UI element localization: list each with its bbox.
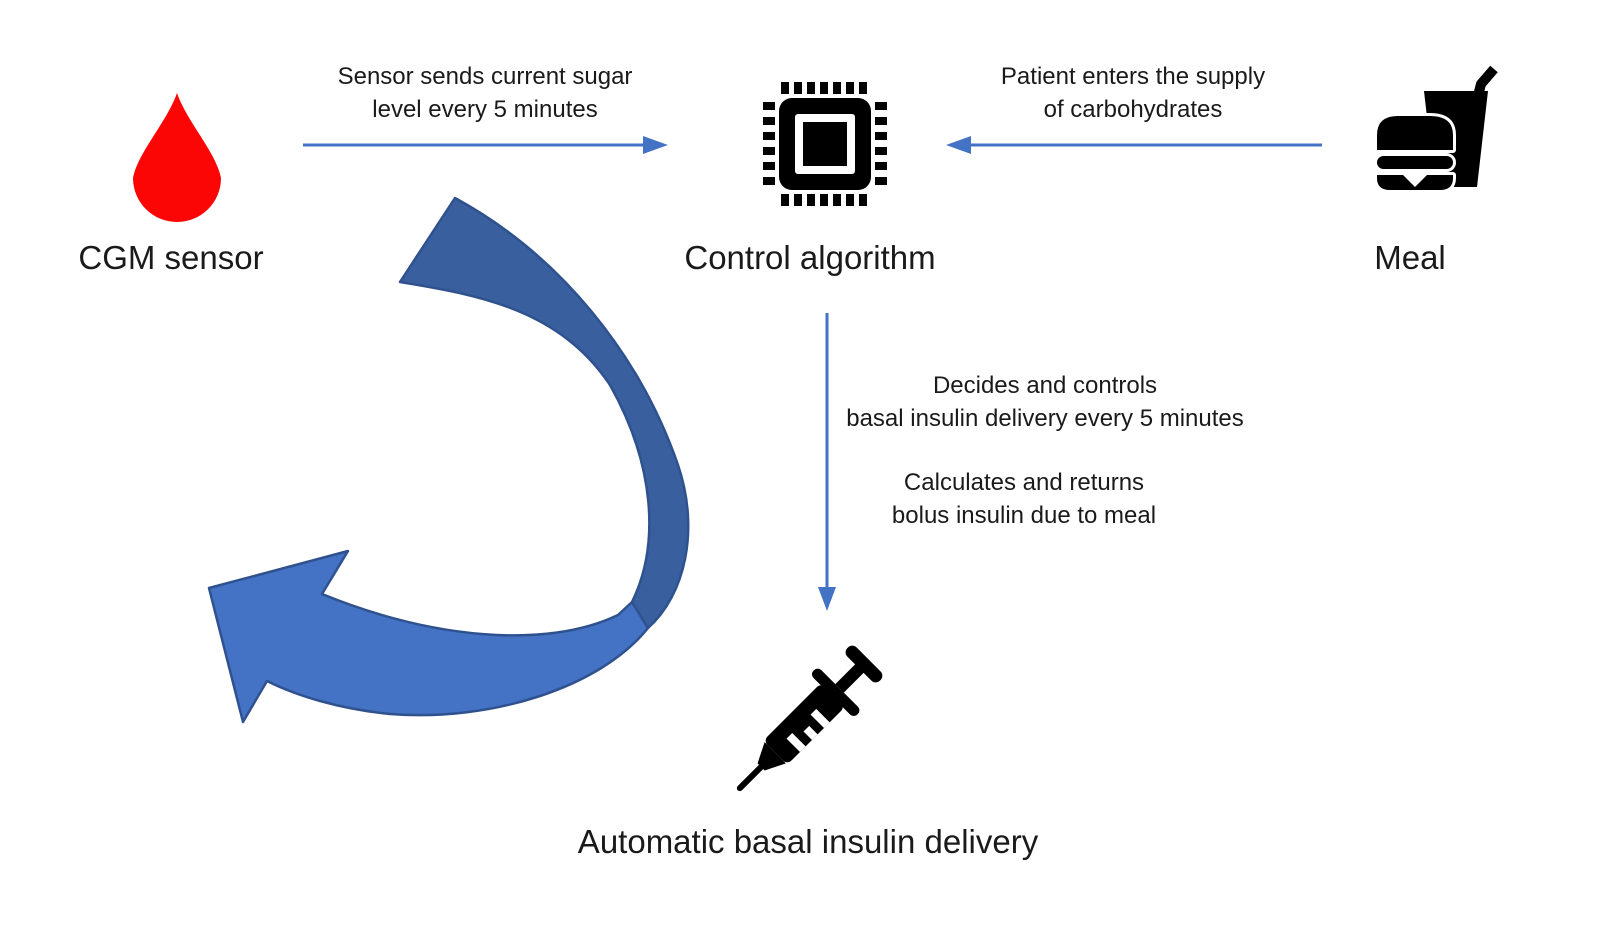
loop-return-arrow-band-dark <box>398 196 690 630</box>
algorithm-to-delivery-arrow <box>818 313 836 611</box>
delivery-arrow-label-basal-line1: Decides and controls <box>932 372 1158 399</box>
loop-return-arrow-band-light <box>207 549 650 724</box>
delivery-arrow-label-basal-line2: basal insulin delivery every 5 minutes <box>846 405 1244 432</box>
meal-to-algorithm-arrow <box>946 136 1322 154</box>
meal-arrow-label-line1: Patient enters the supply <box>1000 63 1266 90</box>
loop-return-arrow <box>207 196 690 724</box>
processor-chip-icon <box>763 82 887 206</box>
delivery-arrow-label-basal: Decides and controls basal insulin deliv… <box>846 369 1244 435</box>
meal-label: Meal <box>1374 239 1446 276</box>
sensor-arrow-label-line1: Sensor sends current sugar <box>337 63 633 90</box>
control-algorithm-label: Control algorithm <box>684 239 936 276</box>
sensor-arrow-label: Sensor sends current sugar level every 5… <box>338 60 633 126</box>
cgm-sensor-label: CGM sensor <box>78 239 264 276</box>
delivery-arrow-label-bolus-line1: Calculates and returns <box>903 469 1145 496</box>
sensor-to-algorithm-arrow <box>303 136 668 154</box>
blood-drop-icon <box>133 93 221 222</box>
delivery-arrow-label-bolus-line2: bolus insulin due to meal <box>891 502 1157 529</box>
meal-arrow-label-line2: of carbohydrates <box>1043 96 1223 123</box>
syringe-icon <box>736 645 883 792</box>
burger-drink-icon <box>1374 65 1498 193</box>
sensor-arrow-label-line2: level every 5 minutes <box>372 96 598 123</box>
meal-arrow-label: Patient enters the supply of carbohydrat… <box>1001 60 1265 126</box>
insulin-delivery-label: Automatic basal insulin delivery <box>577 823 1039 860</box>
delivery-arrow-label-bolus: Calculates and returns bolus insulin due… <box>892 466 1156 532</box>
